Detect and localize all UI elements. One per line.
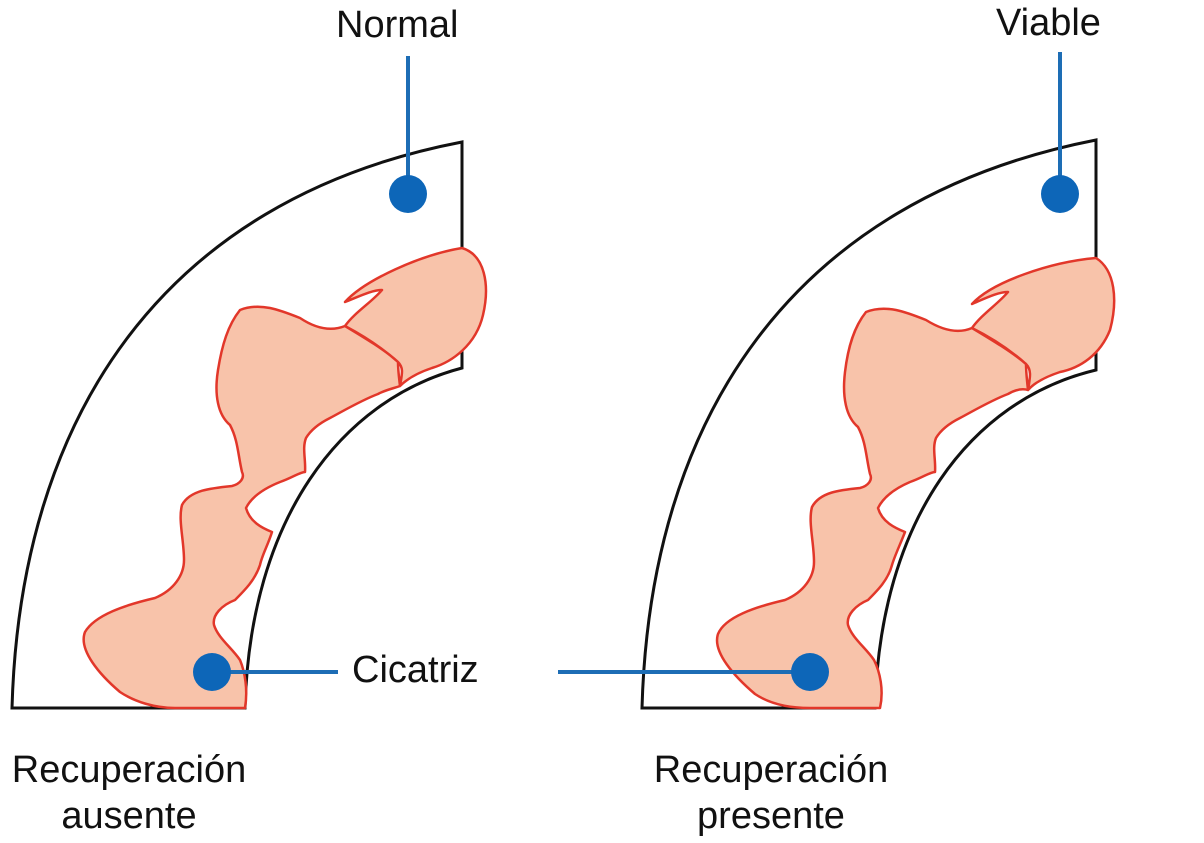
left-caption-line-1: Recuperación [11,749,247,791]
left-caption: Recuperación ausente [0,748,258,839]
scar-label: Cicatriz [352,649,479,691]
right-panel [558,52,1116,710]
right-scar-marker [791,653,829,691]
right-caption: Recuperación presente [640,748,902,839]
left-panel [10,56,488,710]
left-caption-line-2: ausente [61,794,197,837]
right-viable-marker [1041,175,1079,213]
normal-label: Normal [336,4,459,46]
left-myocardial-segment [10,140,464,710]
left-scar-marker [193,653,231,691]
right-scar-region [715,256,1116,710]
left-normal-marker [389,175,427,213]
viable-label: Viable [996,2,1101,44]
right-caption-line-2: presente [697,794,845,837]
right-caption-line-1: Recuperación [653,749,889,791]
left-scar-region [82,246,488,710]
right-myocardial-segment [640,138,1098,710]
